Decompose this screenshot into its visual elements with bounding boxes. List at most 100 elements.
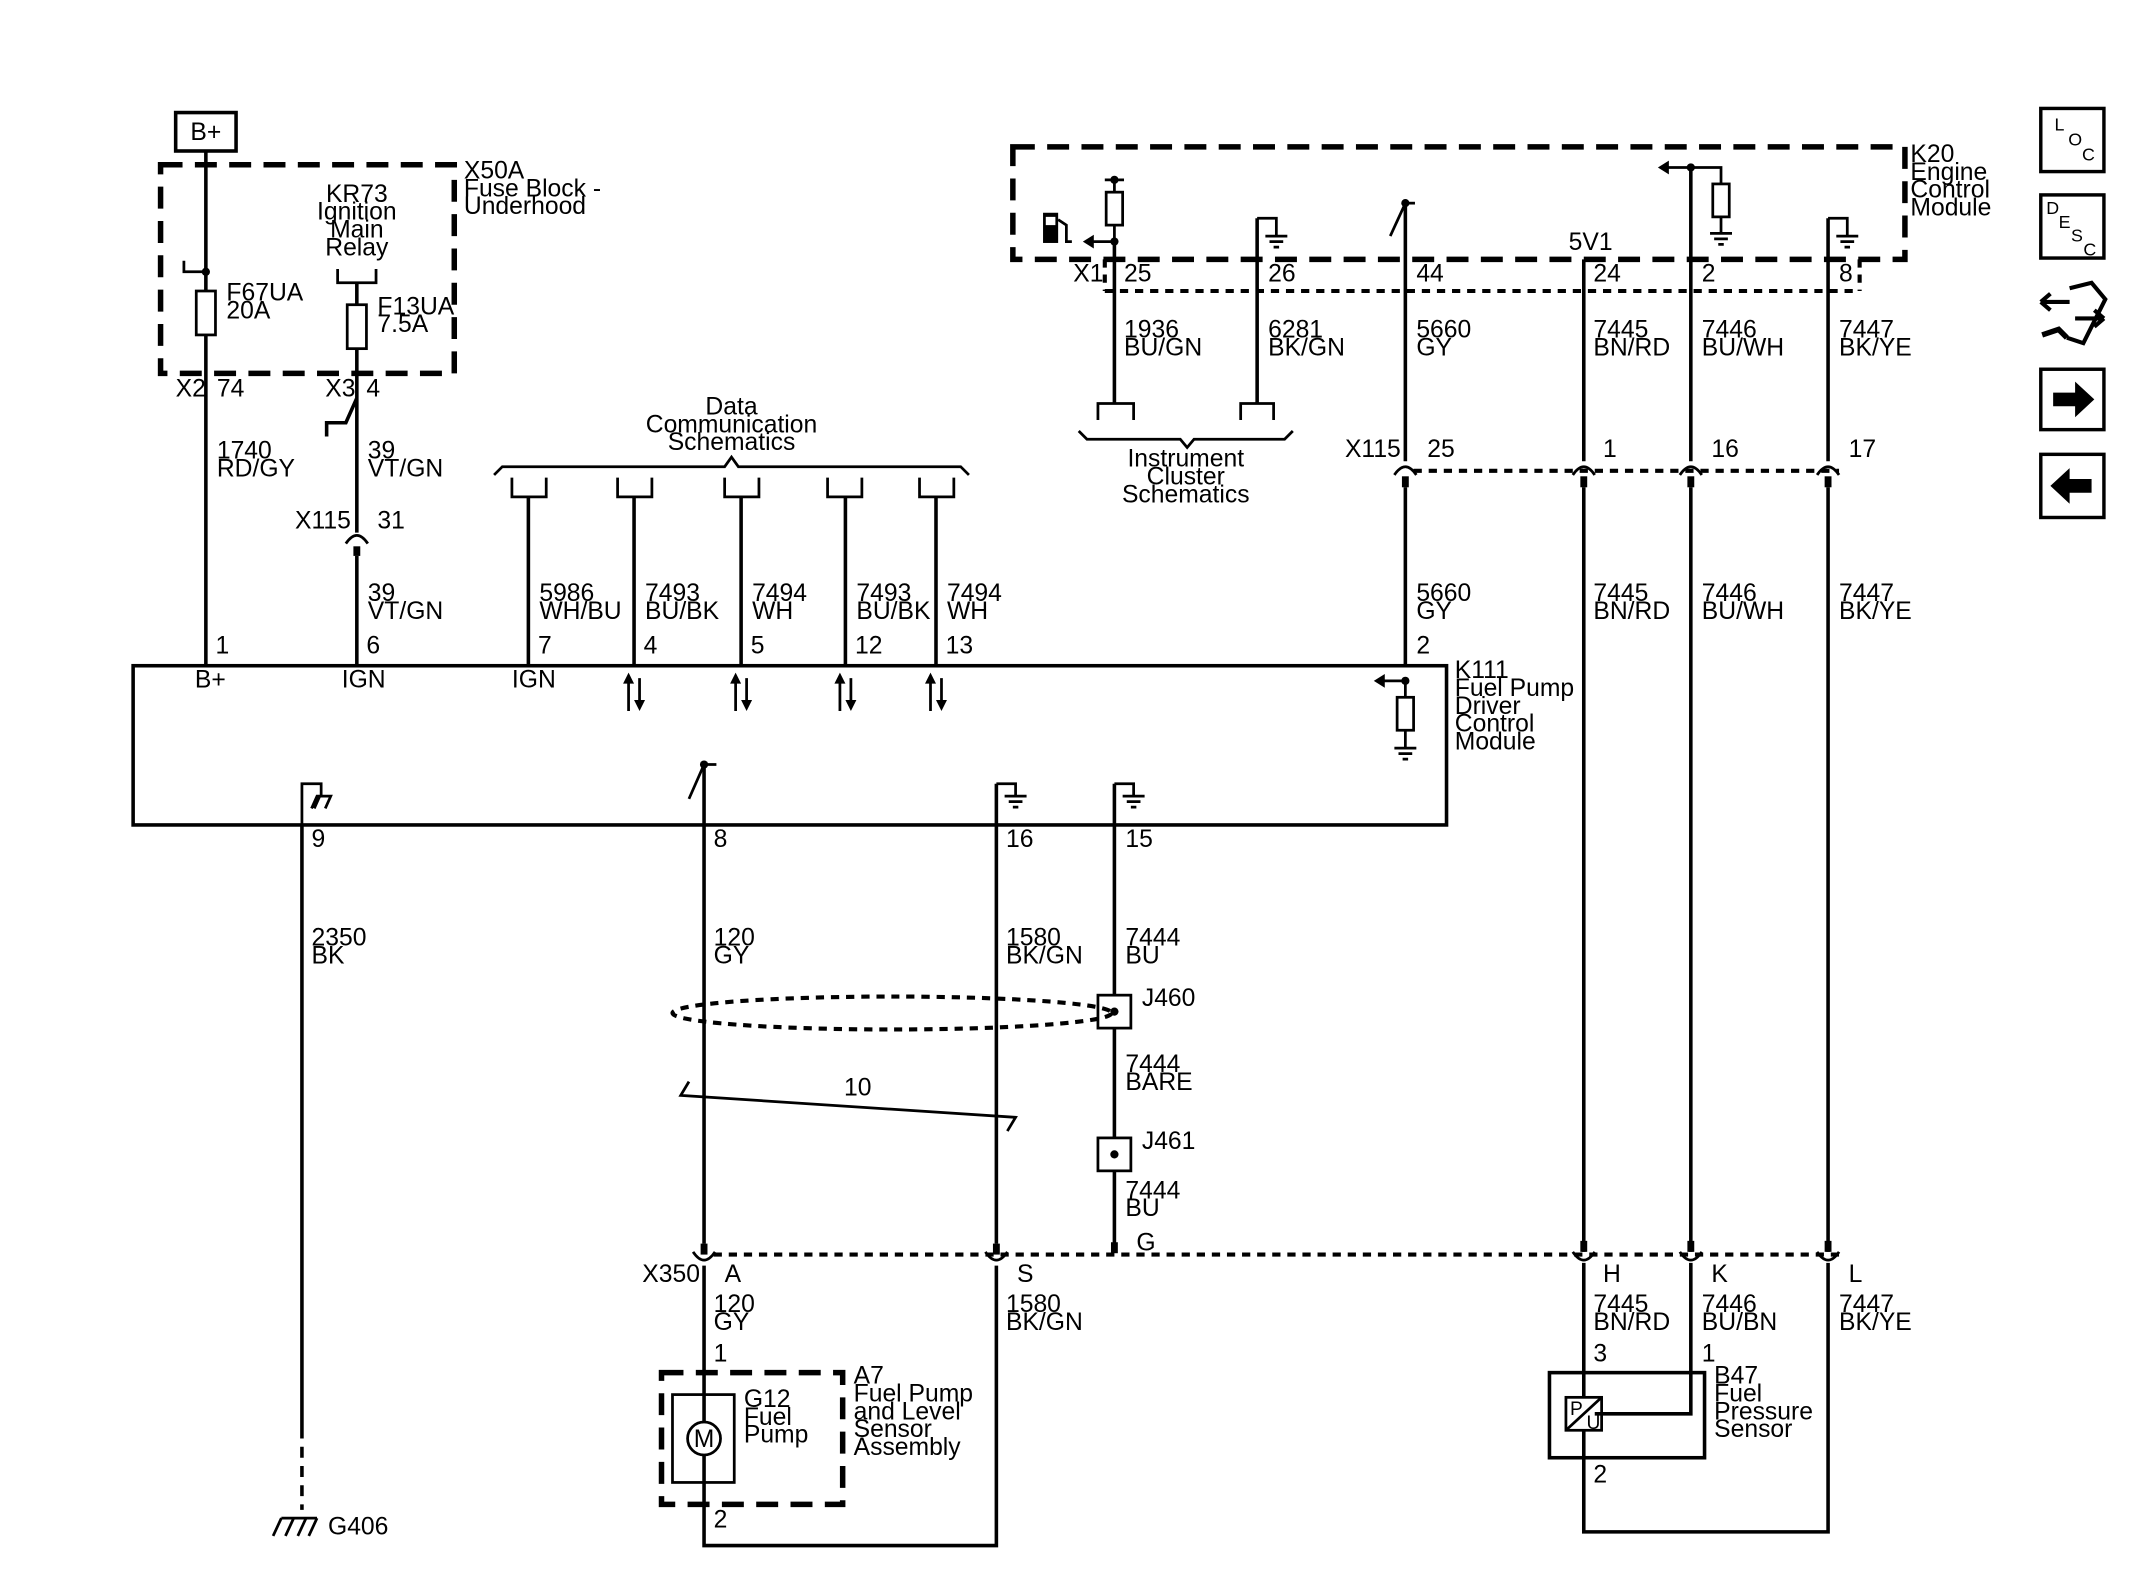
svg-text:GY: GY [1416, 335, 1452, 362]
svg-text:K20: K20 [1910, 141, 1954, 168]
connector-repair-icon[interactable] [2039, 280, 2108, 346]
fuse-block-underhood: X50A Fuse Block - Underhood KR73 Ignitio… [157, 157, 601, 403]
svg-text:Schematics: Schematics [1122, 481, 1250, 508]
fuse-f13ua: F13UA 7.5A [345, 293, 455, 351]
svg-text:7446: 7446 [1702, 317, 1757, 344]
svg-text:BU/BK: BU/BK [645, 598, 720, 625]
svg-text:1740: 1740 [217, 437, 272, 464]
svg-text:B+: B+ [195, 667, 226, 694]
svg-text:17: 17 [1849, 436, 1876, 463]
svg-text:X350: X350 [642, 1261, 700, 1288]
svg-text:24: 24 [1593, 260, 1620, 287]
svg-text:U: U [1587, 1413, 1601, 1434]
svg-text:1580: 1580 [1006, 1291, 1061, 1318]
svg-text:7444: 7444 [1125, 1051, 1180, 1078]
svg-text:BN/RD: BN/RD [1593, 598, 1670, 625]
svg-text:7445: 7445 [1593, 317, 1648, 344]
instrument-cluster-reference: Instrument Cluster Schematics [1077, 402, 1294, 508]
svg-text:7493: 7493 [856, 580, 911, 607]
engine-control-module: K20 Engine Control Module X1 25 26 44 24… [1010, 141, 1991, 294]
svg-text:7494: 7494 [752, 580, 807, 607]
svg-text:25: 25 [1427, 436, 1454, 463]
svg-text:7447: 7447 [1839, 580, 1894, 607]
svg-text:Fuel: Fuel [1714, 1380, 1762, 1407]
svg-text:X115: X115 [1345, 436, 1401, 463]
svg-text:BU/GN: BU/GN [1124, 335, 1202, 362]
svg-text:Underhood: Underhood [464, 193, 586, 220]
svg-text:GY: GY [714, 1309, 750, 1336]
svg-text:Fuel: Fuel [744, 1404, 792, 1431]
svg-text:BK/GN: BK/GN [1268, 335, 1345, 362]
svg-text:Schematics: Schematics [668, 429, 796, 456]
svg-text:7446: 7446 [1702, 580, 1757, 607]
svg-text:P: P [1570, 1399, 1583, 1420]
svg-text:Fuel Pump: Fuel Pump [1455, 675, 1574, 702]
svg-text:2: 2 [1593, 1461, 1607, 1488]
svg-text:7444: 7444 [1125, 925, 1180, 952]
svg-text:Control: Control [1910, 177, 1990, 204]
location-view-button[interactable]: L O C [2039, 106, 2106, 174]
fuel-gauge-icon [1043, 212, 1072, 243]
svg-text:16: 16 [1006, 826, 1033, 853]
svg-text:9: 9 [312, 826, 326, 853]
svg-text:GY: GY [714, 943, 750, 970]
svg-text:IGN: IGN [342, 667, 386, 694]
svg-text:L: L [1849, 1261, 1863, 1288]
svg-text:VT/GN: VT/GN [368, 455, 443, 482]
svg-text:F13UA: F13UA [377, 293, 454, 320]
svg-text:IGN: IGN [512, 667, 556, 694]
svg-text:4: 4 [644, 632, 658, 659]
svg-text:120: 120 [714, 925, 755, 952]
svg-text:1: 1 [1702, 1341, 1716, 1368]
svg-text:26: 26 [1268, 260, 1295, 287]
svg-text:WH: WH [752, 598, 793, 625]
svg-text:3: 3 [1593, 1341, 1607, 1368]
svg-text:BARE: BARE [1125, 1069, 1192, 1096]
svg-text:BU: BU [1125, 1195, 1159, 1222]
svg-text:Control: Control [1455, 711, 1535, 738]
svg-text:X115: X115 [295, 507, 351, 534]
svg-text:7493: 7493 [645, 580, 700, 607]
next-page-button[interactable] [2039, 367, 2106, 432]
svg-text:2: 2 [714, 1507, 728, 1534]
svg-text:X1: X1 [1073, 260, 1103, 287]
svg-text:5986: 5986 [539, 580, 594, 607]
svg-text:BK/YE: BK/YE [1839, 1309, 1912, 1336]
svg-text:Communication: Communication [646, 411, 818, 438]
svg-text:15: 15 [1125, 826, 1152, 853]
svg-text:13: 13 [946, 632, 973, 659]
svg-text:Cluster: Cluster [1147, 464, 1225, 491]
svg-text:Module: Module [1910, 195, 1991, 222]
svg-text:WH/BU: WH/BU [539, 598, 621, 625]
arrow-right-icon [2053, 381, 2095, 418]
previous-page-button[interactable] [2039, 452, 2106, 520]
svg-text:X3: X3 [325, 376, 355, 403]
connector-x115-ecm: X115 25 1 16 17 [1345, 436, 1876, 488]
bplus-label: B+ [190, 119, 221, 146]
svg-text:74: 74 [217, 376, 244, 403]
twisted-pair-marker: 10 [678, 1074, 1018, 1132]
svg-text:J461: J461 [1142, 1128, 1196, 1155]
svg-text:Relay: Relay [325, 234, 389, 261]
svg-text:Ignition: Ignition [317, 199, 397, 226]
svg-text:BK/GN: BK/GN [1006, 943, 1083, 970]
svg-text:Fuel Pump: Fuel Pump [854, 1380, 973, 1407]
svg-text:L: L [2055, 114, 2065, 134]
svg-text:Data: Data [705, 394, 757, 421]
svg-text:Instrument: Instrument [1127, 446, 1244, 473]
svg-text:7: 7 [538, 632, 552, 659]
fuel-pump-driver-control-module: K111 Fuel Pump Driver Control Module 1 6… [131, 632, 1574, 853]
svg-text:B47: B47 [1714, 1363, 1758, 1390]
svg-text:6281: 6281 [1268, 317, 1323, 344]
svg-text:1: 1 [215, 632, 229, 659]
svg-text:Assembly: Assembly [854, 1434, 962, 1461]
description-view-button[interactable]: D E S C [2039, 193, 2106, 260]
svg-text:Sensor: Sensor [854, 1416, 932, 1443]
svg-text:VT/GN: VT/GN [368, 598, 443, 625]
svg-text:Driver: Driver [1455, 693, 1521, 720]
ground-g406: G406 [271, 1514, 388, 1541]
svg-text:20A: 20A [226, 297, 270, 324]
svg-text:5660: 5660 [1416, 580, 1471, 607]
svg-text:BU/WH: BU/WH [1702, 598, 1784, 625]
svg-text:10: 10 [844, 1074, 871, 1101]
